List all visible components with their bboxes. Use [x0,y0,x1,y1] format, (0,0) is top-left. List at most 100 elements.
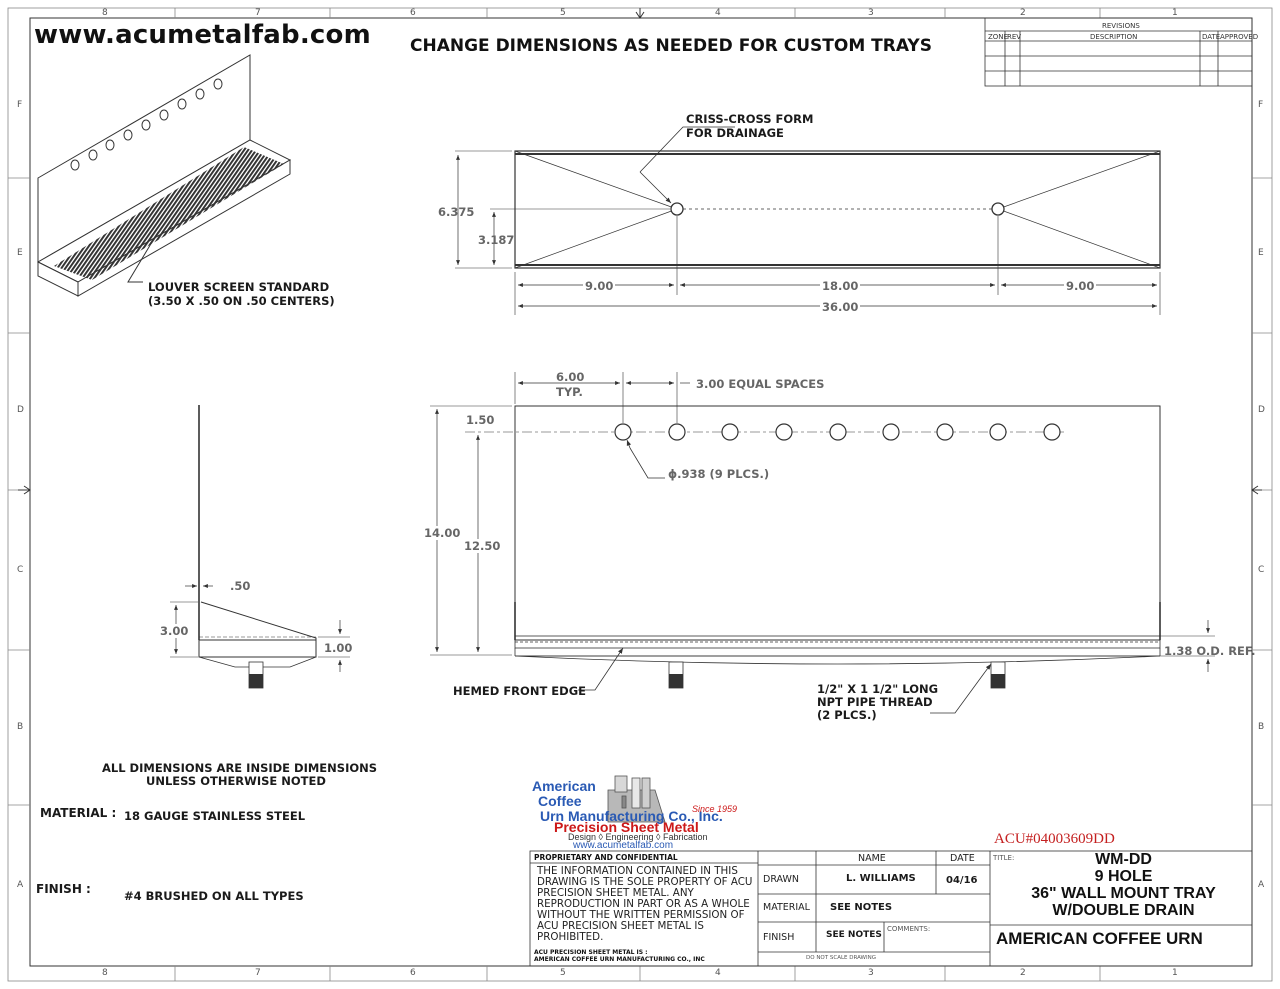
dim-half-3187: 3.187 [478,233,515,247]
border-row-d-right: D [1258,405,1265,415]
title-line1: WM-DD [1095,851,1152,868]
border-row-c: C [17,565,24,575]
border-col-8: 8 [102,8,108,18]
border-row-a-right: A [1258,880,1265,890]
drawn-name: L. WILLIAMS [846,873,916,884]
title-line4: W/DOUBLE DRAIN [1052,902,1195,919]
border-col-5-bottom: 5 [560,968,566,978]
revisions-description-header: DESCRIPTION [1090,33,1138,41]
hole-diameter-callout: ϕ.938 (9 PLCS.) [668,467,770,481]
revisions-title: REVISIONS [1102,22,1140,30]
dim-height-300: 3.00 [160,624,189,638]
title-line3: 36" WALL MOUNT TRAY [1031,885,1216,902]
dim-left-900: 9.00 [583,279,616,293]
logo-american: American [532,778,596,794]
border-row-a: A [17,880,24,890]
revisions-rev-header: REV [1007,33,1022,41]
revisions-approved-header: APPROVED [1220,33,1259,41]
title-block-lines [529,850,1253,967]
border-col-3: 3 [868,8,874,18]
company-name: AMERICAN COFFEE URN [996,929,1203,948]
criss-cross-note-line1: CRISS-CROSS FORM [686,112,814,126]
name-header: NAME [858,853,886,864]
border-col-5: 5 [560,8,566,18]
border-col-3-bottom: 3 [868,968,874,978]
border-row-f: F [17,100,23,110]
pipe-thread-note-line2: NPT PIPE THREAD [817,695,933,709]
drawing-title: WM-DD 9 HOLE 36" WALL MOUNT TRAY W/DOUBL… [995,851,1252,919]
border-col-7: 7 [255,8,261,18]
drawn-date: 04/16 [946,875,978,886]
logo-tagline: Design ◊ Engineering ◊ Fabrication [568,832,708,842]
border-col-4-bottom: 4 [715,968,721,978]
revision-table [984,17,1253,87]
isometric-view [36,54,292,297]
border-col-8-bottom: 8 [102,968,108,978]
dim-height-1400: 14.00 [424,526,461,540]
dim-height-1250: 12.50 [464,539,501,553]
criss-cross-note-line2: FOR DRAINAGE [686,126,784,140]
pipe-thread-note-line3: (2 PLCS.) [817,708,877,722]
border-col-2: 2 [1020,8,1026,18]
do-not-scale-note: DO NOT SCALE DRAWING [806,955,876,961]
part-number: ACU#04003609DD [994,831,1115,847]
louver-note-line1: LOUVER SCREEN STANDARD [148,280,330,294]
dim-total-3600: 36.00 [820,300,861,314]
dim-equal-spaces: 3.00 EQUAL SPACES [696,377,825,391]
border-row-d: D [17,405,24,415]
border-row-f-right: F [1258,100,1264,110]
border-col-1: 1 [1172,8,1178,18]
border-col-4: 4 [715,8,721,18]
date-header: DATE [950,853,975,864]
hemmed-edge-note: HEMED FRONT EDGE [453,684,586,698]
logo-url[interactable]: www.acumetalfab.com [573,840,674,851]
material-tb-label: MATERIAL [763,902,810,913]
comments-label: COMMENTS: [887,925,931,933]
material-value: 18 GAUGE STAINLESS STEEL [124,809,306,823]
material-tb-value: SEE NOTES [830,902,893,913]
dim-mid-1800: 18.00 [820,279,861,293]
border-col-6-bottom: 6 [410,968,416,978]
finish-tb-label: FINISH [763,932,795,943]
border-col-7-bottom: 7 [255,968,261,978]
front-view [430,372,1215,714]
drawn-label: DRAWN [763,874,800,885]
finish-tb-value: SEE NOTES [826,930,882,940]
side-view [170,405,350,689]
dim-right-900: 9.00 [1064,279,1097,293]
logo-urn-graphic [607,775,666,823]
finish-label: FINISH : [36,882,91,896]
custom-trays-heading: CHANGE DIMENSIONS AS NEEDED FOR CUSTOM T… [410,36,932,56]
title-line2: 9 HOLE [1094,868,1153,885]
border-row-e: E [17,248,23,258]
revisions-zone-header: ZONE [988,33,1008,41]
border-row-b-right: B [1258,722,1265,732]
proprietary-heading: PROPRIETARY AND CONFIDENTIAL [534,853,678,862]
logo-precision-sheet-metal: Precision Sheet Metal [554,819,699,835]
pipe-thread-note-line1: 1/2" X 1 1/2" LONG [817,682,939,696]
inside-dims-note-line1: ALL DIMENSIONS ARE INSIDE DIMENSIONS [102,761,378,775]
proprietary-footer-line2: AMERICAN COFFEE URN MANUFACTURING CO., I… [534,956,705,963]
logo-coffee: Coffee [538,793,582,809]
dim-wall-050: .50 [230,579,251,593]
proprietary-footer-line1: ACU PRECISION SHEET METAL IS : [534,949,648,956]
website-url-heading[interactable]: www.acumetalfab.com [34,20,371,50]
top-view [455,126,1161,315]
louver-note-line2: (3.50 X .50 ON .50 CENTERS) [148,294,335,308]
inside-dims-note-line2: UNLESS OTHERWISE NOTED [146,774,326,788]
proprietary-body: THE INFORMATION CONTAINED IN THIS DRAWIN… [537,865,753,943]
border-row-e-right: E [1258,248,1264,258]
dim-typ-label: TYP. [556,385,583,399]
border-col-6: 6 [410,8,416,18]
dim-top-150: 1.50 [466,413,495,427]
logo-since: Since 1959 [692,804,738,814]
dim-depth-100: 1.00 [324,641,353,655]
border-row-c-right: C [1258,565,1265,575]
od-ref-callout: 1.38 O.D. REF. [1164,644,1256,658]
material-label: MATERIAL : [40,806,117,820]
dim-height-6375: 6.375 [438,205,475,219]
border-col-2-bottom: 2 [1020,968,1026,978]
dim-first-hole-600: 6.00 [556,370,585,384]
logo-urn-mfg: Urn Manufacturing Co., Inc. [540,808,723,824]
